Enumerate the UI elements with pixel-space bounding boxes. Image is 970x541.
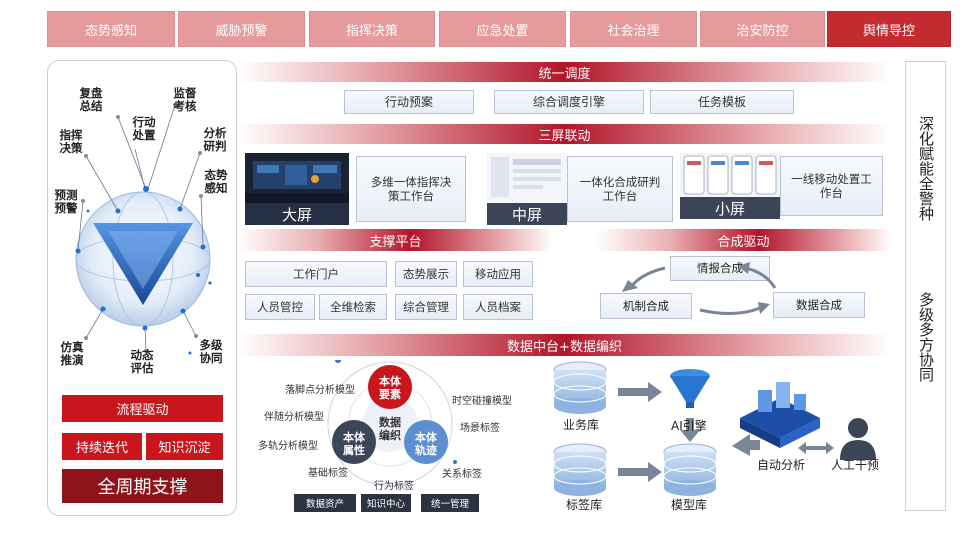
general-management-box[interactable]: 综合管理 [395,294,457,320]
ontology-trajectory-circle[interactable]: 本体轨迹 [415,431,437,457]
action-plan-box[interactable]: 行动预案 [344,90,474,114]
large-screen-preview-image [245,153,349,203]
process-drive-button[interactable]: 流程驱动 [62,395,223,422]
auto-analysis-label: 自动分析 [757,458,806,472]
unified-management-chip[interactable]: 统一管理 [421,494,479,512]
small-screen-label: 小屏 [680,197,780,219]
ai-engine-label: AI引擎 [671,419,707,433]
multi-level-coordination-text: 多级多方协同 [917,292,935,382]
mobile-app-box[interactable]: 移动应用 [463,261,533,287]
medium-screen-desc: 一体化合成研判工作台 [567,156,673,222]
model-label: 行为标签 [374,481,414,492]
model-label: 关系标签 [442,469,482,480]
empower-all-police-text: 深化赋能全警种 [917,116,935,221]
model-label: 基础标签 [308,468,348,479]
synthesis-drive-banner: 合成驱动 [596,229,891,251]
medium-screen-preview-image [487,153,567,203]
tab-public-opinion[interactable]: 舆情导控 [827,11,951,47]
model-label: 落脚点分析模型 [285,385,355,396]
ontology-attributes-circle[interactable]: 本体属性 [343,431,365,457]
tab-emergency-response[interactable]: 应急处置 [439,11,566,47]
manual-intervention-label: 人工干预 [831,458,880,472]
medium-screen-label: 中屏 [487,203,567,225]
data-synthesis-box[interactable]: 数据合成 [773,292,865,318]
label-supervision: 监督考核 [173,86,197,113]
dispatch-engine-box[interactable]: 综合调度引擎 [494,90,644,114]
small-screen-preview-image [680,153,780,197]
model-label: 伴随分析模型 [264,412,324,423]
ontology-elements-circle[interactable]: 本体要素 [379,375,401,401]
small-screen-thumb[interactable]: 小屏 [680,153,780,219]
label-command: 指挥决策 [59,128,83,155]
data-weaving-center: 数据编织 [379,416,401,442]
model-label: 场景标签 [460,423,500,434]
tab-social-governance[interactable]: 社会治理 [570,11,697,47]
medium-screen-thumb[interactable]: 中屏 [487,153,567,225]
tab-public-security[interactable]: 治安防控 [700,11,825,47]
label-simulation: 仿真推演 [60,340,84,367]
label-prediction: 预测预警 [54,188,78,215]
label-analysis: 分析研判 [203,126,227,153]
left-cycle-panel: 复盘总结 监督考核 行动处置 指挥决策 分析研判 态势感知 预测预警 仿真推演 … [47,60,237,516]
personnel-archive-box[interactable]: 人员档案 [463,294,533,320]
business-db-label: 业务库 [563,418,600,432]
label-action: 行动处置 [132,115,156,142]
situation-display-box[interactable]: 态势展示 [395,261,457,287]
personnel-control-box[interactable]: 人员管控 [245,294,315,320]
mechanism-synthesis-box[interactable]: 机制合成 [600,293,692,319]
database-flow-graphic [553,361,876,496]
tab-command-decision[interactable]: 指挥决策 [309,11,435,47]
full-cycle-support-button[interactable]: 全周期支撑 [62,469,223,503]
small-screen-desc: 一线移动处置工作台 [780,156,883,216]
label-evaluation: 动态评估 [130,348,154,375]
tag-db-label: 标签库 [566,498,603,512]
unified-dispatch-banner: 统一调度 [238,62,891,82]
full-search-box[interactable]: 全维检索 [319,294,387,320]
tab-situation-awareness[interactable]: 态势感知 [47,11,175,47]
large-screen-desc: 多维一体指挥决策工作台 [356,156,466,222]
three-screen-banner: 三屏联动 [238,124,891,144]
large-screen-label: 大屏 [245,203,349,225]
model-db-label: 模型库 [671,498,708,512]
cycle-sphere-graphic [75,103,212,355]
model-label: 时空碰撞模型 [452,396,512,407]
knowledge-center-chip[interactable]: 知识中心 [361,494,411,512]
continuous-iteration-button[interactable]: 持续迭代 [62,433,142,460]
data-weaving-graphic [327,360,457,487]
label-situation: 态势感知 [204,168,228,195]
model-label: 多轨分析模型 [258,441,318,452]
label-coordination: 多级协同 [199,338,223,365]
intelligence-synthesis-box[interactable]: 情报合成 [670,256,770,281]
synthesis-cycle-arrows [622,262,777,315]
tab-threat-warning[interactable]: 威胁预警 [178,11,305,47]
label-review: 复盘总结 [79,86,103,113]
data-platform-banner: 数据中台+数据编织 [238,334,891,356]
large-screen-thumb[interactable]: 大屏 [245,153,349,225]
data-assets-chip[interactable]: 数据资产 [294,494,356,512]
work-portal-box[interactable]: 工作门户 [245,261,387,287]
right-column: 深化赋能全警种 多级多方协同 [905,61,946,511]
task-template-box[interactable]: 任务模板 [650,90,794,114]
support-platform-banner: 支撑平台 [238,229,553,251]
knowledge-deposit-button[interactable]: 知识沉淀 [146,433,223,460]
